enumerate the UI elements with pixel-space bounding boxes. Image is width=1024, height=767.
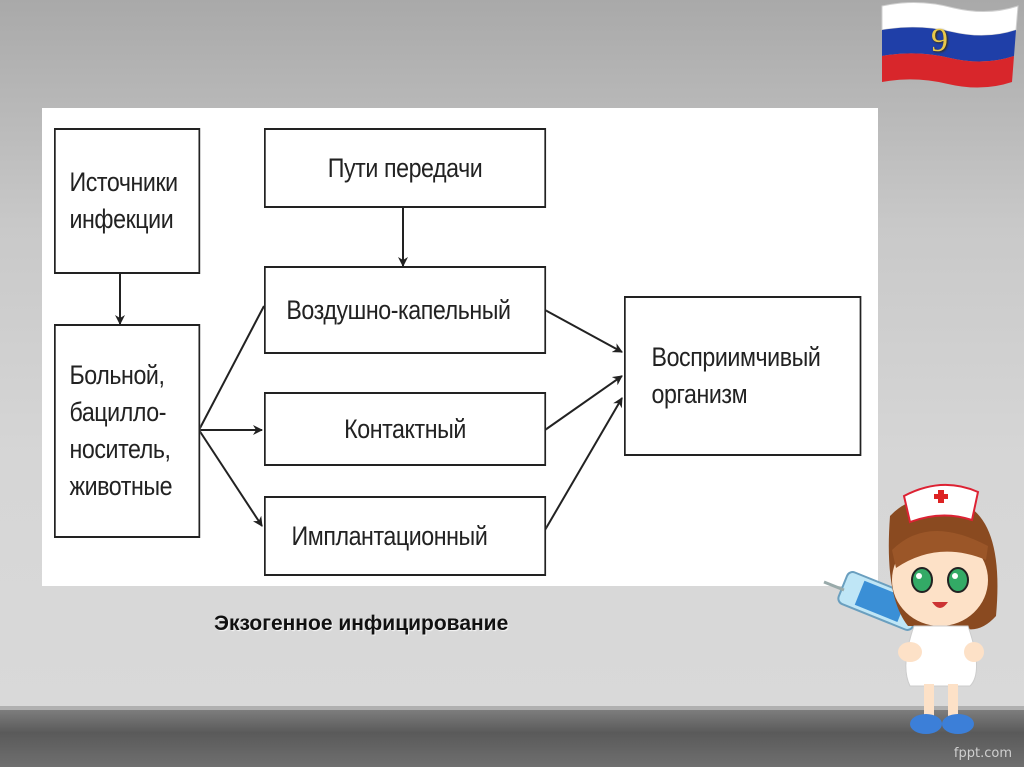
russian-flag-icon bbox=[881, 1, 1019, 88]
footer-divider bbox=[0, 706, 1024, 710]
node-sources-label: Источники инфекции bbox=[69, 167, 178, 234]
arrow-carrier-to-airborne bbox=[198, 305, 265, 431]
node-carrier-label: Больной, бацилло- носитель, животные bbox=[69, 360, 173, 501]
node-carrier: Больной, бацилло- носитель, животные bbox=[54, 324, 201, 538]
node-implant: Имплантационный bbox=[264, 496, 547, 576]
node-host: Восприимчивый организм bbox=[624, 296, 862, 456]
arrow-implant-to-host bbox=[544, 397, 623, 531]
slide-caption: Экзогенное инфицирование bbox=[214, 612, 509, 635]
credit-text: fppt.com bbox=[953, 746, 1012, 761]
node-contact-label: Контактный bbox=[344, 413, 466, 444]
node-airborne: Воздушно-капельный bbox=[264, 266, 547, 354]
node-implant-label: Имплантационный bbox=[291, 520, 488, 551]
slide-number: 9 bbox=[931, 22, 948, 59]
nurse-illustration-icon bbox=[823, 483, 998, 734]
diagram-connectors bbox=[115, 208, 623, 531]
arrow-carrier-to-implant bbox=[198, 429, 263, 527]
node-host-label: Восприимчивый организм bbox=[651, 342, 821, 409]
node-airborne-label: Воздушно-капельный bbox=[286, 294, 511, 325]
node-routes: Пути передачи bbox=[264, 128, 547, 208]
arrow-contact-to-host bbox=[544, 375, 623, 431]
node-routes-label: Пути передачи bbox=[327, 152, 483, 183]
node-sources: Источники инфекции bbox=[54, 128, 201, 274]
arrow-airborne-to-host bbox=[544, 309, 623, 353]
footer-bar: fppt.com bbox=[0, 710, 1024, 767]
diagram-panel: Источники инфекции Больной, бацилло- нос… bbox=[42, 108, 878, 586]
node-contact: Контактный bbox=[264, 392, 547, 466]
